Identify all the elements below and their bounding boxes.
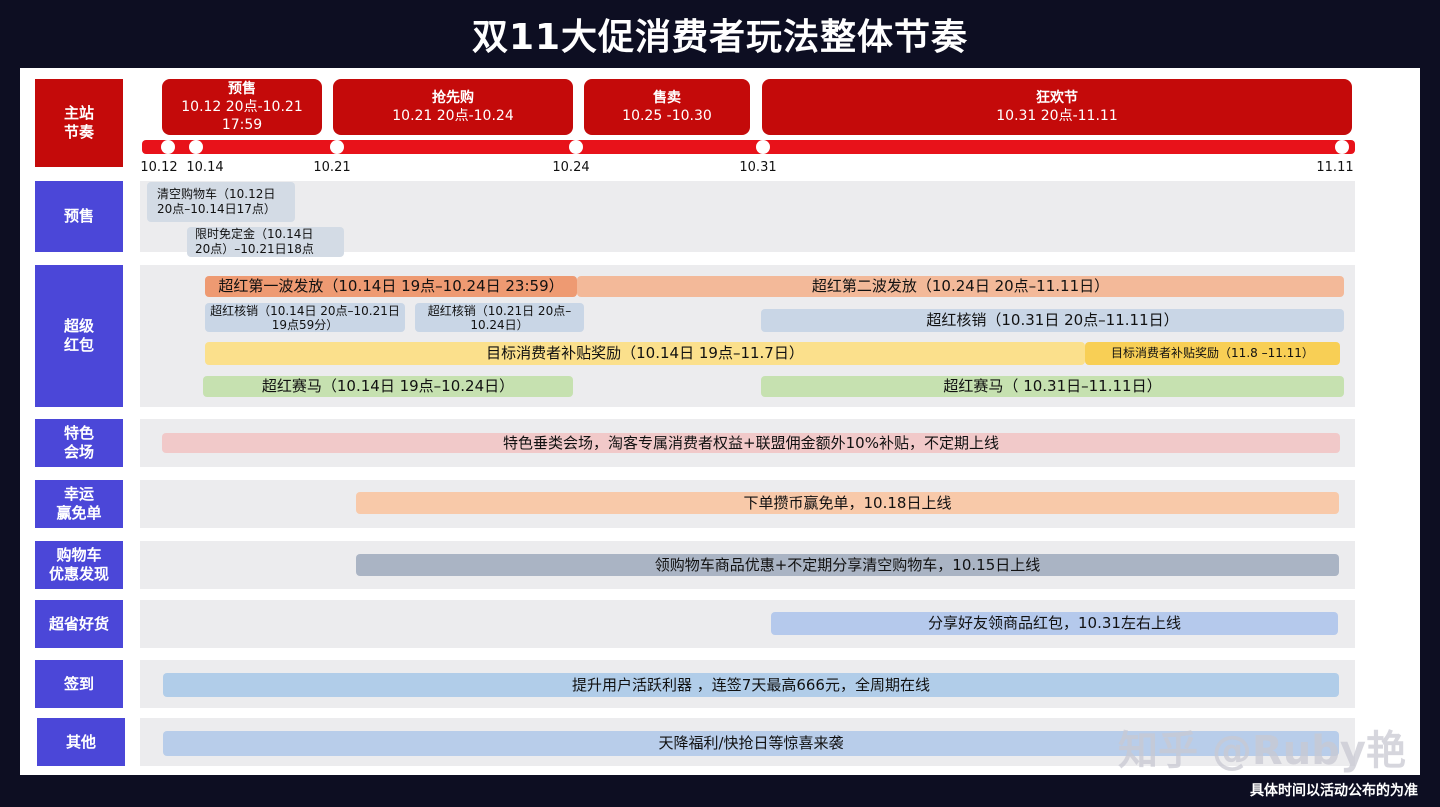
phase-time: 10.31 20点-11.11 <box>996 108 1118 124</box>
date-label: 10.31 <box>739 160 777 175</box>
bar-wave2: 超红第二波发放（10.24日 20点–11.11日） <box>577 276 1344 297</box>
bar-venue: 特色垂类会场，淘客专属消费者权益+联盟佣金额外10%补贴，不定期上线 <box>162 433 1340 453</box>
phase-time: 10.21 20点-10.24 <box>392 108 514 124</box>
bar-checkin: 提升用户活跃利器 ，连签7天最高666元，全周期在线 <box>163 673 1339 697</box>
phase-name: 狂欢节 <box>1036 90 1078 106</box>
bar-redeem2: 超红核销（10.21日 20点– 10.24日） <box>415 303 584 332</box>
bar-deposit-free: 限时免定金（10.14日 20点）–10.21日18点 <box>187 227 344 257</box>
label-lucky: 幸运 赢免单 <box>35 480 123 528</box>
timeline-dot <box>330 140 344 154</box>
label-other: 其他 <box>37 718 125 766</box>
bar-redeem3: 超红核销（10.31日 20点–11.11日） <box>761 309 1344 332</box>
timeline-dot <box>161 140 175 154</box>
timeline-dot <box>1335 140 1349 154</box>
page-title: 双11大促消费者玩法整体节奏 <box>471 17 969 58</box>
phase-carnival: 狂欢节 10.31 20点-11.11 <box>762 79 1352 135</box>
bar-clear-cart: 清空购物车（10.12日 20点–10.14日17点） <box>147 182 295 222</box>
watermark: 知乎 @Ruby艳 <box>1118 728 1406 774</box>
phase-time: 10.25 -10.30 <box>622 108 712 124</box>
label-goods: 超省好货 <box>35 600 123 648</box>
date-label: 10.24 <box>552 160 590 175</box>
bar-reward2: 目标消费者补贴奖励（11.8 –11.11） <box>1085 342 1340 365</box>
timeline-dot <box>756 140 770 154</box>
label-venue: 特色 会场 <box>35 419 123 467</box>
footer-note: 具体时间以活动公布的为准 <box>1250 783 1418 799</box>
phase-presale: 预售 10.12 20点-10.21 17:59 <box>162 79 322 135</box>
label-presale: 预售 <box>35 181 123 252</box>
phase-name: 售卖 <box>653 90 681 106</box>
date-label: 10.21 <box>313 160 351 175</box>
bar-redeem1: 超红核销（10.14日 20点–10.21日 19点59分） <box>205 303 405 332</box>
bar-reward1: 目标消费者补贴奖励（10.14日 19点–11.7日） <box>205 342 1085 365</box>
bar-goods: 分享好友领商品红包，10.31左右上线 <box>771 612 1338 635</box>
phase-early-buy: 抢先购 10.21 20点-10.24 <box>333 79 573 135</box>
label-cart: 购物车 优惠发现 <box>35 541 123 589</box>
phase-name: 预售 <box>228 81 256 97</box>
bar-race2: 超红赛马（ 10.31日–11.11日） <box>761 376 1344 397</box>
timeline-bar <box>142 140 1355 154</box>
date-label: 11.11 <box>1316 160 1354 175</box>
phase-sale: 售卖 10.25 -10.30 <box>584 79 750 135</box>
timeline-dot <box>189 140 203 154</box>
bar-race1: 超红赛马（10.14日 19点–10.24日） <box>203 376 573 397</box>
timeline-dot <box>569 140 583 154</box>
phase-time: 10.12 20点-10.21 17:59 <box>181 99 303 133</box>
bar-other: 天降福利/快抢日等惊喜来袭 <box>163 731 1339 756</box>
bar-wave1: 超红第一波发放（10.14日 19点–10.24日 23:59） <box>205 276 577 297</box>
date-label: 10.12 <box>140 160 178 175</box>
label-red-packet: 超级 红包 <box>35 265 123 407</box>
label-main-rhythm: 主站 节奏 <box>35 79 123 167</box>
bar-cart: 领购物车商品优惠+不定期分享清空购物车，10.15日上线 <box>356 554 1339 576</box>
label-checkin: 签到 <box>35 660 123 708</box>
date-label: 10.14 <box>186 160 224 175</box>
phase-name: 抢先购 <box>432 90 474 106</box>
bar-lucky: 下单攒币赢免单，10.18日上线 <box>356 492 1339 514</box>
